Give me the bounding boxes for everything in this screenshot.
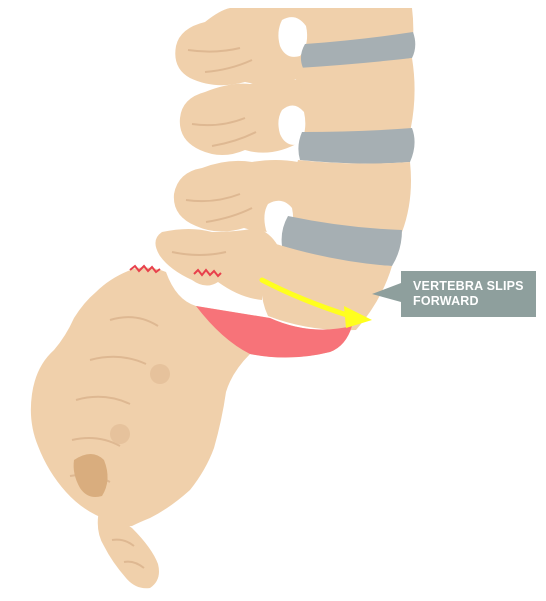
- sacral-foramen-1: [150, 364, 170, 384]
- vertebra-2-body: [295, 58, 415, 140]
- callout-line-1: VERTEBRA SLIPS: [413, 279, 526, 294]
- sacral-foramen-2: [110, 424, 130, 444]
- callout-label: VERTEBRA SLIPS FORWARD: [401, 271, 536, 317]
- callout-line-2: FORWARD: [413, 294, 526, 309]
- disc-2: [298, 128, 414, 164]
